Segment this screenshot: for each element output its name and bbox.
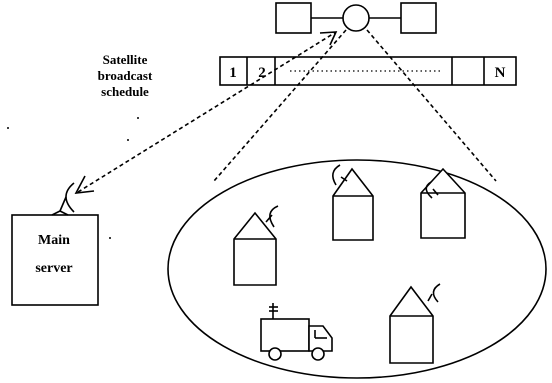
schedule-label-line-2: broadcast bbox=[98, 68, 153, 83]
schedule-slot-2: 2 bbox=[258, 65, 266, 81]
house-icon bbox=[332, 164, 374, 241]
main-server-label-line-1: Main bbox=[38, 233, 70, 248]
house-icon bbox=[389, 283, 441, 364]
scan-speck bbox=[137, 117, 139, 119]
main-server: Main server bbox=[11, 214, 99, 306]
schedule-label-line-3: schedule bbox=[101, 84, 149, 99]
scan-speck bbox=[127, 139, 129, 141]
schedule-label-line-1: Satellite bbox=[103, 52, 148, 67]
uplink-arrow bbox=[74, 31, 338, 194]
satellite-icon bbox=[275, 2, 437, 34]
main-server-label-line-2: server bbox=[35, 261, 72, 276]
main-server-box bbox=[11, 214, 99, 306]
coverage-beam-right bbox=[366, 29, 497, 182]
schedule-slot-n: N bbox=[495, 65, 506, 81]
coverage-area bbox=[167, 159, 547, 379]
schedule-label: Satellite broadcast schedule bbox=[98, 52, 153, 99]
scan-speck bbox=[109, 237, 111, 239]
schedule-slot-1: 1 bbox=[229, 65, 237, 81]
satellite-dish-icon bbox=[51, 182, 75, 216]
scan-speck bbox=[7, 127, 9, 129]
broadcast-schedule-bar: 1 2 N bbox=[219, 56, 517, 86]
house-icon bbox=[233, 205, 279, 286]
vehicle-icon bbox=[260, 303, 333, 361]
coverage-beam-left bbox=[213, 29, 347, 182]
house-icon bbox=[420, 167, 466, 239]
